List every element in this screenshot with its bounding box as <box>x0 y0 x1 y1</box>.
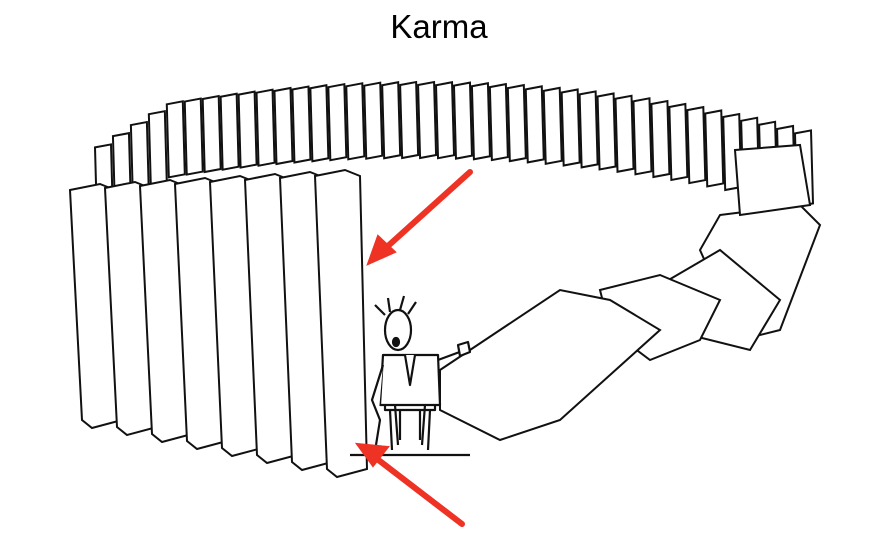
domino <box>183 97 204 176</box>
domino <box>632 97 653 176</box>
domino <box>733 143 812 217</box>
domino <box>201 94 222 174</box>
domino <box>470 82 491 161</box>
domino <box>560 88 581 167</box>
domino <box>435 81 456 160</box>
domino <box>506 83 527 163</box>
domino <box>291 85 312 164</box>
domino <box>399 80 420 160</box>
front-standing-dominoes <box>68 168 369 479</box>
domino <box>147 109 168 189</box>
domino <box>488 82 509 162</box>
domino <box>596 92 617 171</box>
red-arrow-icon <box>365 449 465 527</box>
domino <box>452 81 473 160</box>
domino <box>614 94 635 173</box>
domino <box>439 288 662 442</box>
red-arrow-icon <box>375 169 473 258</box>
domino <box>237 90 258 169</box>
arrows <box>354 169 473 527</box>
domino <box>165 100 186 179</box>
domino <box>381 81 402 160</box>
domino <box>309 84 330 163</box>
domino <box>255 88 276 167</box>
domino <box>363 81 384 160</box>
domino <box>542 86 563 166</box>
domino <box>327 82 348 162</box>
domino <box>650 99 671 179</box>
man-head <box>383 308 413 352</box>
domino <box>417 80 438 160</box>
domino <box>345 82 366 161</box>
domino <box>668 102 689 182</box>
domino <box>578 90 599 169</box>
domino <box>524 85 545 164</box>
chair-legs <box>388 409 432 451</box>
man-hair <box>374 295 417 316</box>
domino <box>686 105 707 185</box>
domino <box>704 109 725 188</box>
seated-man <box>350 295 472 457</box>
man-hand <box>456 340 472 358</box>
domino <box>219 92 240 171</box>
domino <box>273 86 294 166</box>
page-title: Karma <box>390 8 488 45</box>
domino <box>313 168 369 479</box>
fallen-dominoes <box>439 143 822 442</box>
